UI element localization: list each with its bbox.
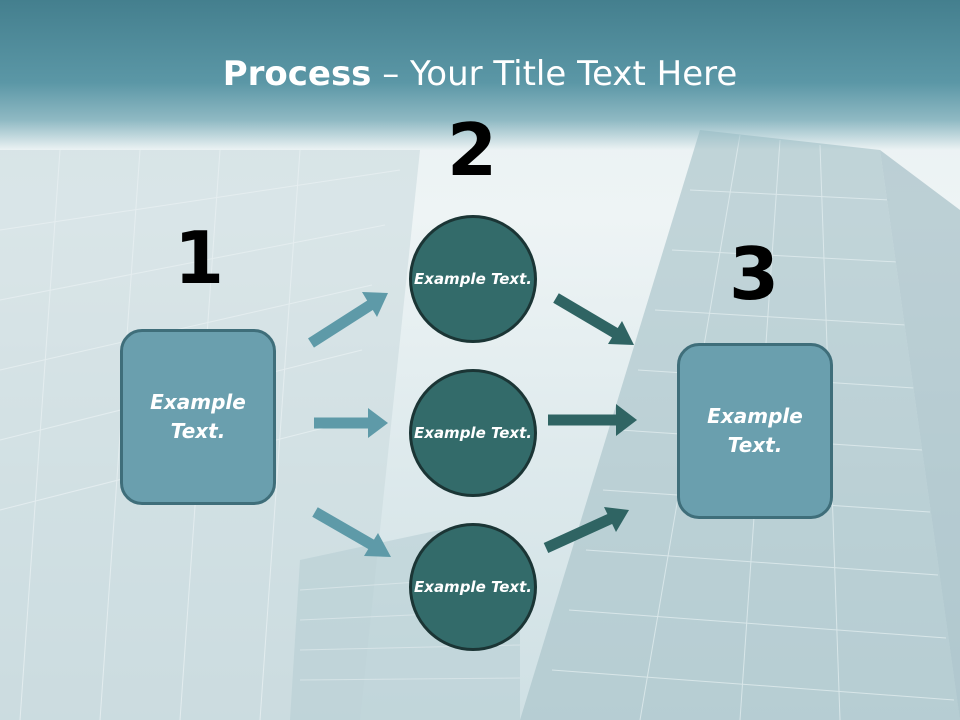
step-circle-top: Example Text. (409, 215, 537, 343)
step-number-3: 3 (728, 232, 780, 316)
arrow-circle-top-to-box3 (553, 293, 634, 345)
page-title: Process – Your Title Text Here (0, 52, 960, 96)
step-number-1: 1 (173, 216, 225, 300)
arrow-box1-to-circle-top (308, 292, 388, 348)
step-box-1-text: Example Text. (150, 390, 246, 443)
title-bold: Process (222, 54, 372, 94)
step-circle-middle-text: Example Text. (414, 423, 532, 442)
step-circle-top-text: Example Text. (414, 269, 532, 288)
step-box-1: Example Text. (120, 329, 276, 505)
arrow-circle-bottom-to-box3 (543, 507, 629, 554)
step-circle-middle: Example Text. (409, 369, 537, 497)
step-box-3-text: Example Text. (707, 404, 803, 457)
title-rest: – Your Title Text Here (371, 54, 738, 94)
arrow-box1-to-circle-bottom (312, 507, 391, 557)
title-bar (0, 0, 960, 150)
arrow-circle-middle-to-box3 (548, 404, 637, 436)
step-number-2: 2 (446, 108, 498, 192)
step-circle-bottom: Example Text. (409, 523, 537, 651)
arrow-box1-to-circle-middle (314, 408, 388, 438)
step-circle-bottom-text: Example Text. (414, 577, 532, 596)
step-box-3: Example Text. (677, 343, 833, 519)
